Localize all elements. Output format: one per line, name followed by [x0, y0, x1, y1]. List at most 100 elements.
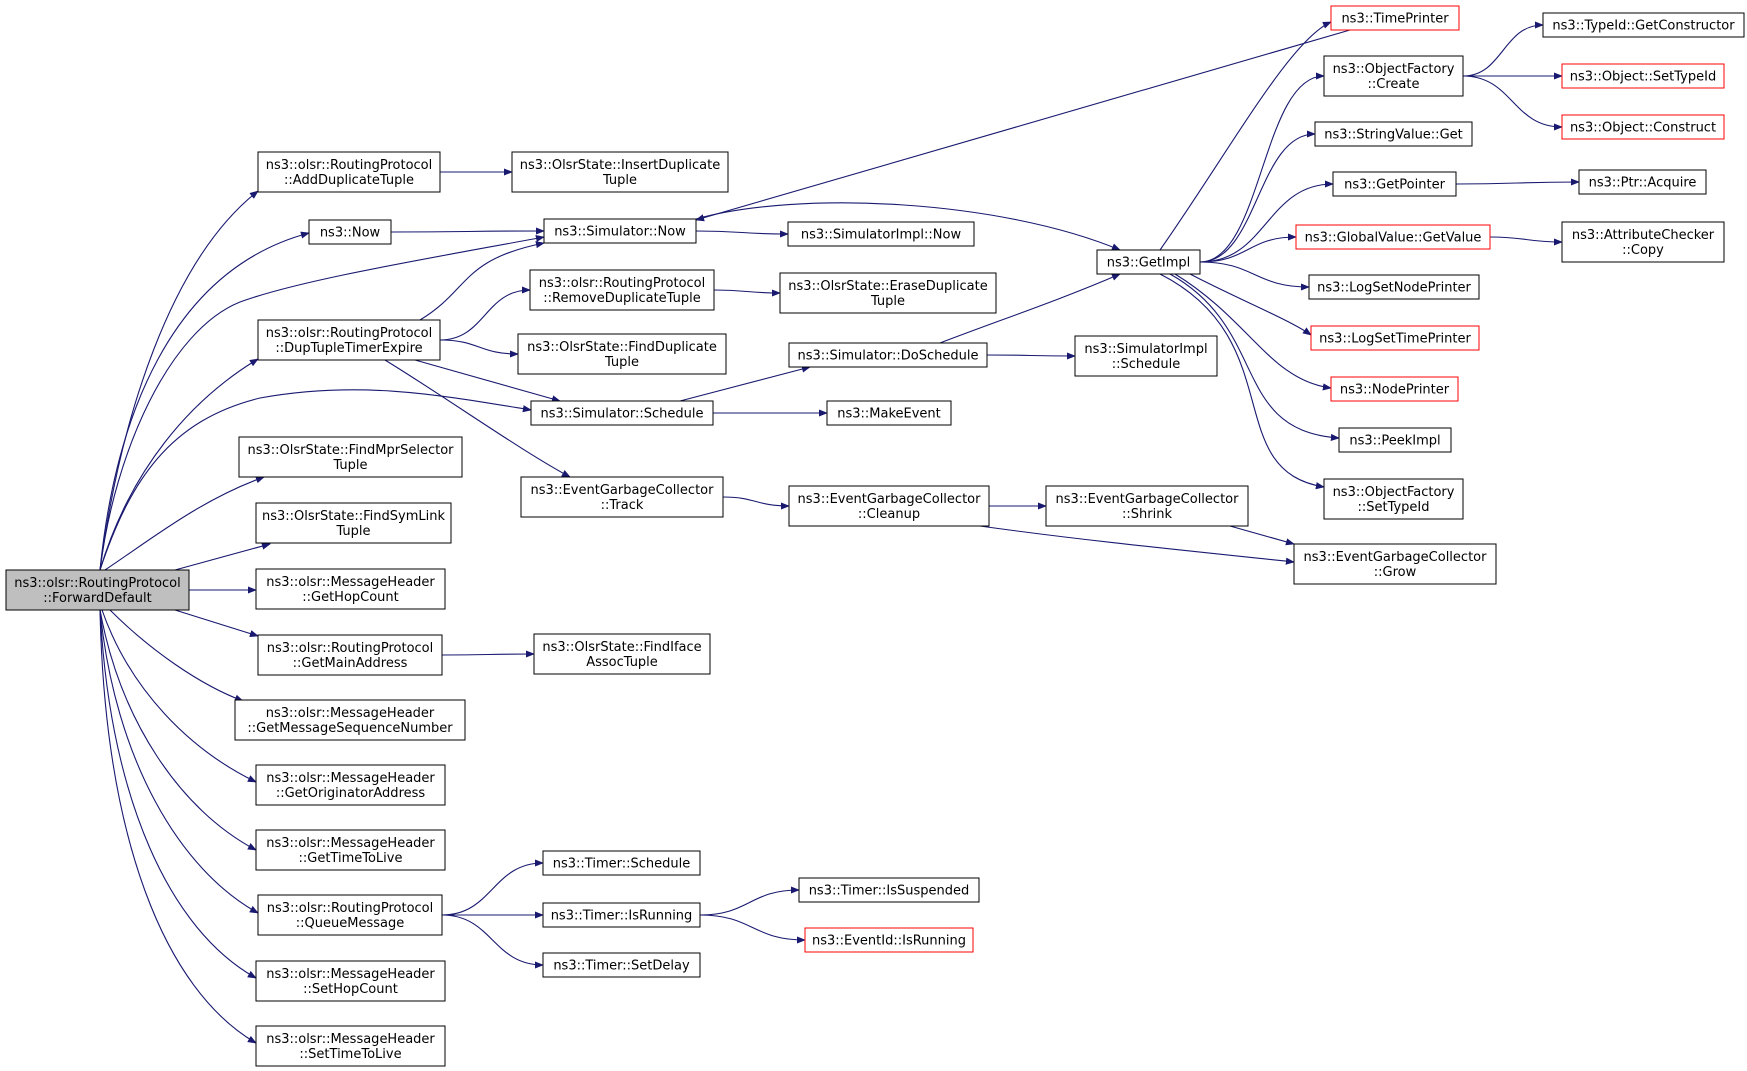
node-box	[1310, 325, 1480, 351]
node-label: ns3::olsr::RoutingProtocol	[267, 641, 434, 656]
function-node-timerSusp[interactable]: ns3::Timer::IsSuspended	[798, 877, 980, 903]
node-box	[779, 272, 997, 314]
function-node-dupTimer[interactable]: ns3::olsr::RoutingProtocol::DupTupleTime…	[257, 319, 441, 361]
node-label: ns3::GetPointer	[1344, 178, 1445, 193]
node-box	[533, 633, 711, 675]
node-box	[257, 894, 443, 936]
function-node-setTtl[interactable]: ns3::olsr::MessageHeader::SetTimeToLive	[255, 1025, 446, 1067]
call-edge-timerRun-to-evRun	[699, 914, 806, 944]
call-edge-removeDup-to-eraseDup	[713, 289, 781, 297]
node-label: ns3::ObjectFactory	[1333, 485, 1455, 500]
node-box	[788, 342, 988, 368]
node-box	[5, 569, 190, 611]
call-edge-root-to-simSched	[99, 389, 532, 571]
function-node-strGet[interactable]: ns3::StringValue::Get	[1314, 121, 1473, 147]
function-node-simSched[interactable]: ns3::Simulator::Schedule	[530, 400, 714, 426]
function-node-egcTrack[interactable]: ns3::EventGarbageCollector::Track	[520, 476, 724, 518]
node-box	[542, 952, 701, 978]
node-box	[1045, 485, 1249, 527]
node-label: ns3::Timer::SetDelay	[553, 959, 690, 974]
function-node-makeEvent[interactable]: ns3::MakeEvent	[826, 400, 952, 426]
call-edge-queueMsg-to-timerDelay	[441, 914, 544, 969]
function-node-addDup[interactable]: ns3::olsr::RoutingProtocol::AddDuplicate…	[257, 151, 441, 193]
call-edge-now-to-simNow	[390, 227, 545, 235]
node-box	[788, 485, 990, 527]
call-edge-root-to-simNow	[99, 234, 545, 571]
call-edge-dupTimer-to-egcTrack	[384, 359, 571, 478]
node-box	[1561, 63, 1725, 89]
function-node-ptrAcquire[interactable]: ns3::Ptr::Acquire	[1578, 169, 1707, 195]
function-node-simImplSched[interactable]: ns3::SimulatorImpl::Schedule	[1074, 335, 1218, 377]
function-node-getOrig[interactable]: ns3::olsr::MessageHeader::GetOriginatorA…	[255, 764, 446, 806]
node-label: ns3::olsr::MessageHeader	[266, 575, 435, 590]
node-label: ns3::Now	[320, 226, 381, 241]
node-label: ns3::TimePrinter	[1341, 12, 1449, 27]
node-label: ns3::OlsrState::FindMprSelector	[247, 443, 454, 458]
function-node-ofCreate[interactable]: ns3::ObjectFactory::Create	[1323, 55, 1464, 97]
node-label: ns3::AttributeChecker	[1572, 228, 1715, 243]
node-label: ns3::olsr::RoutingProtocol	[14, 576, 181, 591]
call-edge-dupTimer-to-simNow	[419, 241, 545, 321]
function-node-egcCleanup[interactable]: ns3::EventGarbageCollector::Cleanup	[788, 485, 990, 527]
function-node-getMain[interactable]: ns3::olsr::RoutingProtocol::GetMainAddre…	[257, 634, 443, 676]
function-node-timerDelay[interactable]: ns3::Timer::SetDelay	[542, 952, 701, 978]
function-node-ofSetType[interactable]: ns3::ObjectFactory::SetTypeId	[1323, 478, 1464, 520]
function-node-logNode[interactable]: ns3::LogSetNodePrinter	[1308, 274, 1480, 300]
node-label: ns3::Simulator::Schedule	[540, 407, 703, 422]
node-label: ns3::OlsrState::EraseDuplicate	[788, 279, 987, 294]
node-label: ::GetTimeToLive	[299, 851, 403, 866]
node-label: AssocTuple	[586, 655, 658, 670]
function-node-getImpl[interactable]: ns3::GetImpl	[1096, 249, 1201, 275]
function-node-egcGrow[interactable]: ns3::EventGarbageCollector::Grow	[1293, 543, 1497, 585]
call-edge-root-to-addDup	[99, 190, 259, 571]
call-edge-egcCleanup-to-egcGrow	[979, 525, 1295, 565]
function-node-logTime[interactable]: ns3::LogSetTimePrinter	[1310, 325, 1480, 351]
call-edge-getPtr-to-ptrAcquire	[1455, 178, 1580, 186]
node-label: ns3::EventGarbageCollector	[798, 492, 982, 507]
call-edges	[99, 21, 1580, 1044]
function-node-objSetType[interactable]: ns3::Object::SetTypeId	[1561, 63, 1725, 89]
call-edge-egcTrack-to-egcCleanup	[722, 496, 790, 510]
function-node-getHop[interactable]: ns3::olsr::MessageHeader::GetHopCount	[255, 568, 446, 610]
function-node-setHop[interactable]: ns3::olsr::MessageHeader::SetHopCount	[255, 960, 446, 1002]
function-node-objConstruct[interactable]: ns3::Object::Construct	[1561, 114, 1725, 140]
function-node-getSeq[interactable]: ns3::olsr::MessageHeader::GetMessageSequ…	[234, 699, 466, 741]
function-node-simNow[interactable]: ns3::Simulator::Now	[543, 218, 697, 244]
call-edge-root-to-now	[99, 231, 310, 571]
node-label: ns3::olsr::RoutingProtocol	[539, 276, 706, 291]
function-node-getTtl[interactable]: ns3::olsr::MessageHeader::GetTimeToLive	[255, 829, 446, 871]
node-box	[530, 400, 714, 426]
function-node-root[interactable]: ns3::olsr::RoutingProtocol::ForwardDefau…	[5, 569, 190, 611]
function-node-timePrinter[interactable]: ns3::TimePrinter	[1330, 5, 1460, 31]
function-node-attrCopy[interactable]: ns3::AttributeChecker::Copy	[1561, 221, 1725, 263]
function-node-doSched[interactable]: ns3::Simulator::DoSchedule	[788, 342, 988, 368]
function-node-removeDup[interactable]: ns3::olsr::RoutingProtocol::RemoveDuplic…	[529, 269, 715, 311]
function-node-nodePrinter[interactable]: ns3::NodePrinter	[1330, 376, 1459, 402]
function-node-gvGet[interactable]: ns3::GlobalValue::GetValue	[1295, 224, 1491, 250]
node-box	[1578, 169, 1707, 195]
call-edge-getImpl-to-nodePrinter	[1174, 273, 1332, 391]
function-node-timerSched[interactable]: ns3::Timer::Schedule	[542, 850, 701, 876]
function-node-egcShrink[interactable]: ns3::EventGarbageCollector::Shrink	[1045, 485, 1249, 527]
function-node-now[interactable]: ns3::Now	[308, 219, 392, 245]
function-node-queueMsg[interactable]: ns3::olsr::RoutingProtocol::QueueMessage	[257, 894, 443, 936]
function-node-timerRun[interactable]: ns3::Timer::IsRunning	[542, 902, 701, 928]
function-node-getPtr[interactable]: ns3::GetPointer	[1332, 171, 1457, 197]
function-node-peekImpl[interactable]: ns3::PeekImpl	[1338, 427, 1452, 453]
function-node-simImplNow[interactable]: ns3::SimulatorImpl::Now	[787, 221, 975, 247]
call-edge-getImpl-to-logNode	[1199, 261, 1310, 291]
node-box	[511, 151, 729, 193]
function-node-typeIdCtor[interactable]: ns3::TypeId::GetConstructor	[1542, 12, 1745, 38]
node-box	[1330, 376, 1459, 402]
function-node-evRun[interactable]: ns3::EventId::IsRunning	[804, 927, 974, 953]
node-label: ns3::Object::Construct	[1570, 121, 1716, 136]
node-label: ns3::olsr::RoutingProtocol	[266, 326, 433, 341]
call-edge-root-to-findMpr	[104, 476, 265, 571]
node-label: ns3::EventGarbageCollector	[531, 483, 715, 498]
